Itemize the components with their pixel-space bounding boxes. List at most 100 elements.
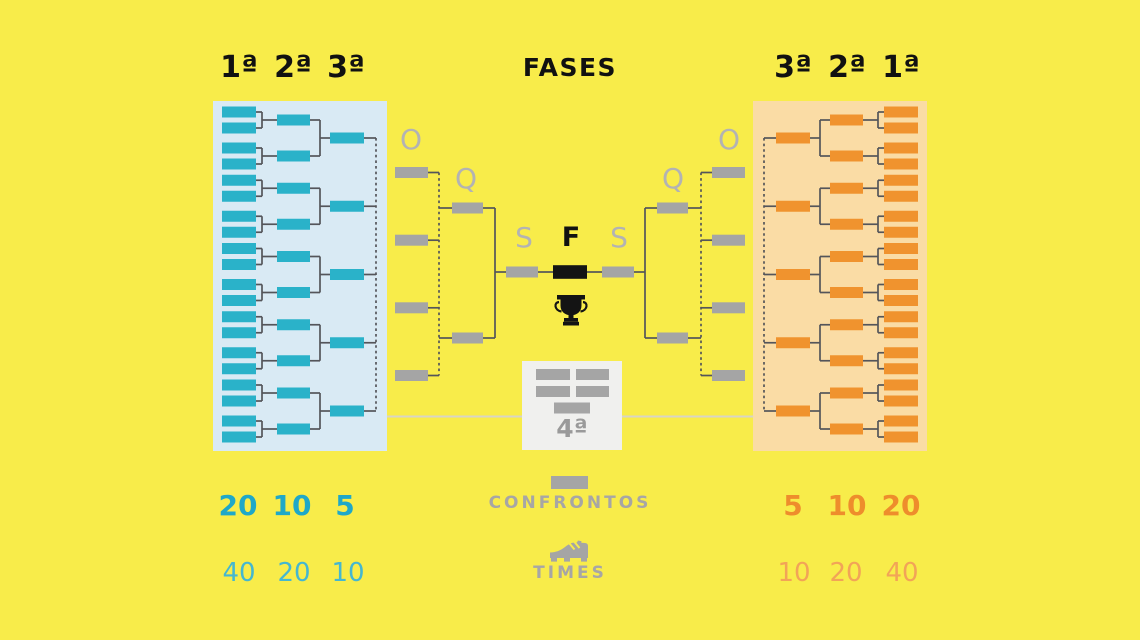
right-phase1-match xyxy=(884,311,918,323)
right-phase1-match xyxy=(884,142,918,154)
right-oitavas-match xyxy=(712,167,745,178)
right-times-count-3: 10 xyxy=(777,558,811,588)
left-phase2-match xyxy=(277,319,310,331)
right-phase1-match xyxy=(884,106,918,118)
left-oitavas-match xyxy=(395,234,428,246)
right-phase1-match xyxy=(884,431,918,443)
left-phase1-match xyxy=(222,363,256,375)
right-phase2-match xyxy=(830,218,863,230)
fourth-phase-match xyxy=(554,402,590,414)
left-phase1-match xyxy=(222,415,256,427)
right-times-count-1: 40 xyxy=(885,558,919,588)
trophy-icon xyxy=(554,295,588,326)
round-label-oitavas-right: O xyxy=(717,123,741,156)
left-phase1-match xyxy=(222,327,256,339)
right-phase2-match xyxy=(830,319,863,331)
left-phase1-match xyxy=(222,295,256,306)
right-phase1-match xyxy=(884,347,918,359)
fourth-phase-match xyxy=(576,369,609,380)
right-phase-header-2: 2ª xyxy=(828,50,866,85)
left-phase1-match xyxy=(222,347,256,359)
right-phase1-match xyxy=(884,158,918,170)
round-label-semifinal-right: S xyxy=(610,221,628,254)
left-phase1-match xyxy=(222,158,256,170)
left-phase-header-3: 3ª xyxy=(327,50,365,85)
right-phase2-match xyxy=(830,251,863,262)
right-oitavas-match xyxy=(712,302,745,314)
left-phase1-match xyxy=(222,174,256,186)
left-confrontos-count-1: 20 xyxy=(218,489,258,522)
right-phase1-match xyxy=(884,415,918,427)
left-phase1-match xyxy=(222,142,256,154)
left-phase2-match xyxy=(277,251,310,262)
right-quartas-match xyxy=(657,332,688,344)
right-semifinal-match xyxy=(602,266,634,278)
left-phase2-match xyxy=(277,182,310,194)
final-match xyxy=(553,265,587,279)
match-bar-icon xyxy=(551,476,588,489)
right-phase2-match xyxy=(830,355,863,367)
right-confrontos-count-1: 20 xyxy=(881,489,921,522)
left-phase1-match xyxy=(222,379,256,391)
right-phase1-match xyxy=(884,379,918,391)
left-phase3-match xyxy=(330,132,364,144)
left-phase1-match xyxy=(222,431,256,443)
boot-laces xyxy=(568,541,581,551)
left-phase2-match xyxy=(277,114,310,126)
left-phase1-match xyxy=(222,395,256,407)
right-phase1-match xyxy=(884,174,918,186)
right-phase1-match xyxy=(884,363,918,375)
right-phase3-match xyxy=(776,405,810,417)
left-times-count-2: 20 xyxy=(277,558,311,588)
round-label-oitavas-left: O xyxy=(399,123,423,156)
left-phase1-match xyxy=(222,106,256,118)
right-phase1-match xyxy=(884,122,918,134)
fourth-phase-match xyxy=(576,386,609,397)
left-phase2-match xyxy=(277,218,310,230)
boot-stud xyxy=(564,558,570,562)
left-phase2-match xyxy=(277,150,310,162)
left-phase-header-1: 1ª xyxy=(220,50,258,85)
page-title: FASES xyxy=(522,53,618,82)
left-semifinal-match xyxy=(506,266,538,278)
right-phase-header-3: 3ª xyxy=(774,50,812,85)
right-phase3-match xyxy=(776,337,810,349)
left-confrontos-count-2: 10 xyxy=(272,489,312,522)
left-phase1-match xyxy=(222,311,256,323)
right-phase1-match xyxy=(884,243,918,254)
right-phase2-match xyxy=(830,150,863,162)
boot-icon xyxy=(550,540,588,562)
right-phase2-match xyxy=(830,387,863,399)
round-label-final: F xyxy=(561,222,581,253)
boot-stud xyxy=(581,558,587,562)
left-phase3-match xyxy=(330,269,364,280)
right-phase1-match xyxy=(884,190,918,202)
left-phase2-match xyxy=(277,387,310,399)
left-phase3-match xyxy=(330,337,364,349)
left-phase1-match xyxy=(222,279,256,290)
left-phase2-match xyxy=(277,355,310,367)
confrontos-label: CONFRONTOS xyxy=(488,493,652,513)
right-phase1-match xyxy=(884,259,918,270)
right-times-count-2: 20 xyxy=(829,558,863,588)
right-phase3-match xyxy=(776,269,810,280)
left-oitavas-match xyxy=(395,167,428,178)
left-phase1-match xyxy=(222,122,256,134)
right-phase2-match xyxy=(830,182,863,194)
round-label-quartas-left: Q xyxy=(454,162,478,195)
fourth-phase-match xyxy=(536,369,570,380)
left-phase-header-2: 2ª xyxy=(274,50,312,85)
right-phase2-match xyxy=(830,423,863,435)
right-confrontos-count-2: 10 xyxy=(827,489,867,522)
left-phase3-match xyxy=(330,405,364,417)
left-phase1-match xyxy=(222,190,256,202)
left-times-count-1: 40 xyxy=(222,558,256,588)
right-phase1-match xyxy=(884,295,918,306)
left-quartas-match xyxy=(452,202,483,214)
left-phase1-match xyxy=(222,259,256,270)
right-phase2-match xyxy=(830,114,863,126)
left-phase1-match xyxy=(222,210,256,222)
right-phase1-match xyxy=(884,279,918,290)
